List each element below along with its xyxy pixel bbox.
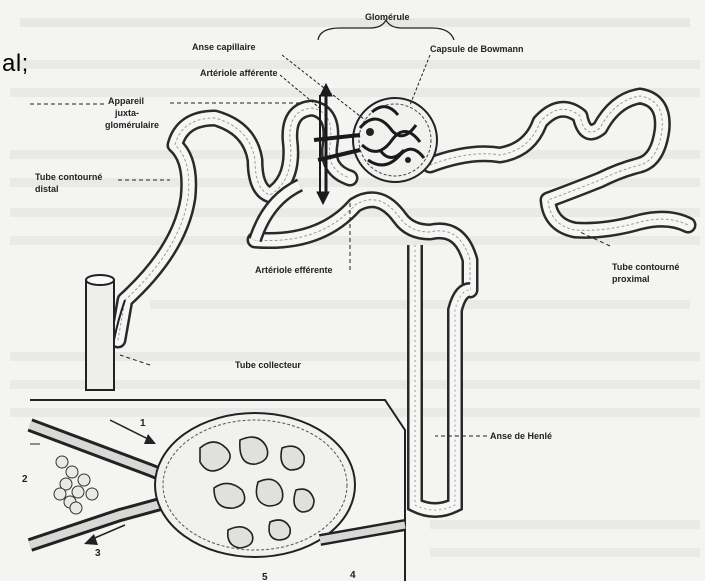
label-tube-distal-2: distal: [35, 184, 59, 194]
label-appareil-jg-2: juxta-: [114, 108, 139, 118]
label-tube-proximal-1: Tube contourné: [612, 262, 679, 272]
glomerulus: [353, 98, 437, 182]
inset-panel: [30, 400, 405, 581]
label-anse-capillaire: Anse capillaire: [192, 42, 256, 52]
label-tube-distal-1: Tube contourné: [35, 172, 102, 182]
label-appareil-jg-1: Appareil: [108, 96, 144, 106]
cropped-text-fragment: al;: [2, 50, 29, 78]
inset-number-5: 5: [262, 572, 268, 581]
label-appareil-jg-3: glomérulaire: [105, 120, 159, 130]
inset-number-3: 3: [95, 548, 101, 559]
label-tube-collecteur: Tube collecteur: [235, 360, 301, 370]
label-anse-henle: Anse de Henlé: [490, 431, 552, 441]
label-tube-proximal-2: proximal: [612, 274, 650, 284]
label-capsule-bowmann: Capsule de Bowmann: [430, 44, 524, 54]
label-arteriole-efferente: Artériole efférente: [255, 265, 333, 275]
inset-number-4: 4: [350, 570, 356, 581]
inset-number-2: 2: [22, 474, 28, 485]
inset-number-1: 1: [140, 418, 146, 429]
label-glomerule: Glomérule: [365, 12, 410, 22]
label-arteriole-afferente: Artériole afférente: [200, 68, 278, 78]
